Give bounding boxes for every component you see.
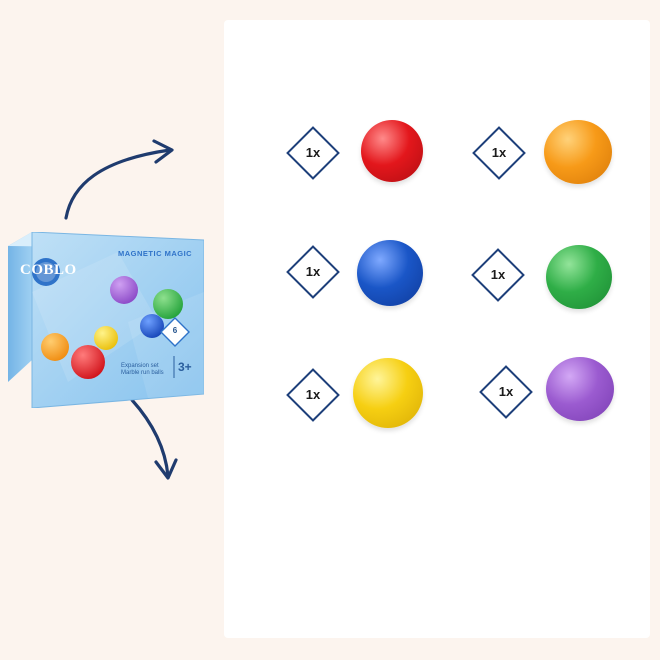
quantity-label: 1x: [490, 267, 506, 282]
ball-blue: [357, 240, 423, 306]
arrow-right-icon: [64, 139, 174, 220]
ball-yellow: [353, 358, 423, 428]
box-subtitle: Expansion set Marble run balls: [121, 363, 164, 377]
quantity-label: 1x: [305, 145, 321, 160]
ball-green: [546, 245, 612, 309]
box-subtitle-line2: Marble run balls: [121, 370, 164, 376]
arrow-down-icon: [130, 398, 178, 480]
box-brand-logo: COBLO: [20, 262, 77, 278]
box-title: MAGNETIC MAGIC: [118, 249, 193, 258]
box-count: 6: [172, 326, 178, 335]
box-subtitle-line1: Expansion set: [121, 363, 159, 369]
quantity-label: 1x: [498, 384, 514, 399]
quantity-label: 1x: [305, 264, 321, 279]
ball-red: [361, 120, 423, 182]
box-age-rating: 3+: [178, 360, 192, 374]
product-box-image: [8, 232, 204, 408]
ball-purple: [546, 357, 614, 421]
ball-orange: [544, 120, 612, 184]
quantity-label: 1x: [491, 145, 507, 160]
quantity-label: 1x: [305, 387, 321, 402]
